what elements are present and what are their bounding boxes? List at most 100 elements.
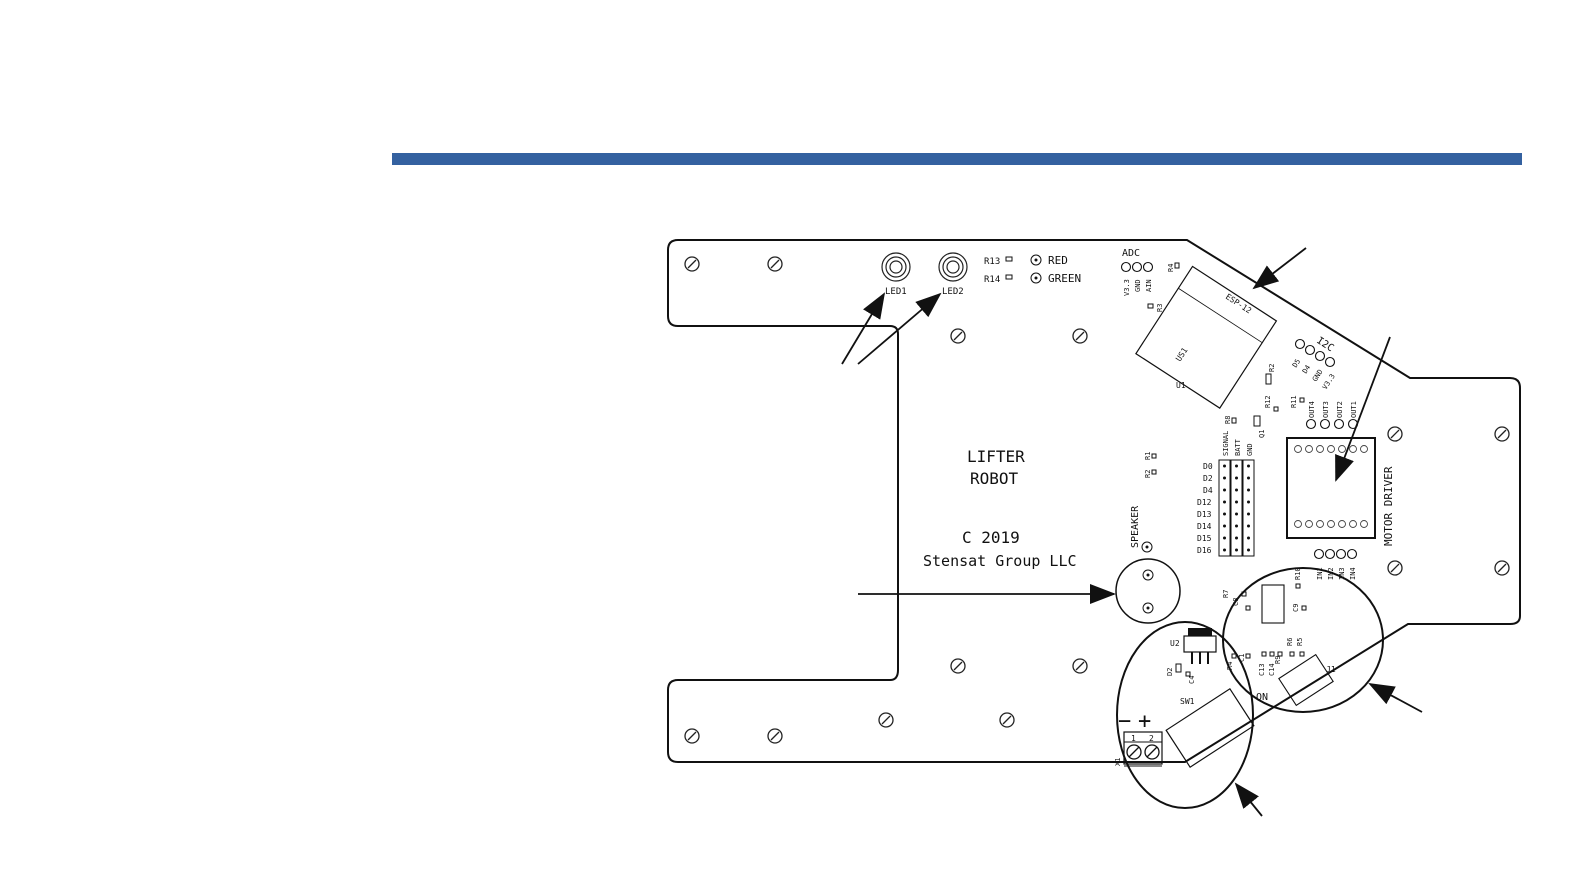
d2-power-label: D2 (1166, 668, 1174, 676)
d16-label: D16 (1197, 546, 1212, 555)
r4-label: R4 (1167, 264, 1175, 272)
r2-part (1265, 373, 1272, 385)
adc-v33-label: V3.3 (1123, 279, 1131, 296)
d12-label: D12 (1197, 498, 1212, 507)
r5-label: R5 (1296, 638, 1304, 646)
out3-label: OUT3 (1322, 401, 1330, 418)
motor-section-ellipse (1222, 567, 1384, 713)
i2c-label: I2C (1314, 335, 1335, 354)
r3-pad (1147, 303, 1154, 309)
sw1-switch (1165, 688, 1255, 768)
c14-pad (1269, 651, 1275, 657)
r14-pad (1005, 274, 1013, 280)
board-outline (667, 239, 1521, 763)
j1-label: J1 (1326, 665, 1336, 674)
green-label: GREEN (1048, 272, 1081, 285)
r11-label: R11 (1290, 395, 1298, 408)
out4-label: OUT4 (1308, 401, 1316, 418)
d2-part (1175, 663, 1182, 673)
company-text: Stensat Group LLC (923, 552, 1077, 570)
adc-gnd-label: GND (1134, 279, 1142, 292)
led2-label: LED2 (942, 287, 964, 297)
arrow-led2 (857, 292, 942, 365)
motor-driver-label: MOTOR DRIVER (1382, 466, 1395, 546)
arrow-motor-driver (1335, 336, 1391, 482)
speaker-body (1115, 558, 1181, 624)
r4-power-label: R4 (1226, 662, 1234, 670)
batt-label: BATT (1234, 438, 1242, 456)
arrow-motor-section (1368, 683, 1423, 713)
r11-pad (1299, 397, 1305, 403)
motor-driver-pins (1294, 445, 1368, 528)
j1-connector (1278, 653, 1334, 707)
minus-label: − (1118, 709, 1131, 734)
plus-label: + (1138, 709, 1151, 734)
adc-ain-label: AIN (1145, 279, 1153, 292)
c9-label: C9 (1292, 604, 1300, 612)
r1-label: R1 (1144, 452, 1152, 460)
in-header (1313, 548, 1358, 560)
in4-label: IN4 (1349, 567, 1357, 580)
c4-pad (1185, 671, 1191, 677)
r2-mid-pad (1151, 469, 1157, 475)
r9-label: R9 (1274, 656, 1282, 664)
c1-pad (1245, 653, 1251, 659)
in2-label: IN2 (1327, 567, 1335, 580)
r13-pad (1005, 256, 1013, 262)
r3-label: R3 (1156, 304, 1164, 312)
r4-power-pad (1231, 653, 1237, 659)
esp12-module (1135, 265, 1278, 409)
motor-ic (1261, 584, 1285, 624)
arrow-led1 (841, 292, 886, 365)
i2c-v33-label: V3.3 (1321, 373, 1337, 391)
r4-pad (1174, 262, 1180, 269)
r7-label: R7 (1222, 590, 1230, 598)
speaker-pads (1142, 569, 1154, 614)
signal-label: SIGNAL (1222, 431, 1230, 456)
d4-label: D4 (1301, 364, 1312, 375)
red-label: RED (1048, 254, 1068, 267)
d4-servo-label: D4 (1203, 486, 1213, 495)
q1-label: Q1 (1258, 430, 1266, 438)
x1-terminal (1123, 731, 1163, 767)
adc-label: ADC (1122, 248, 1140, 259)
speaker-top-pad (1141, 541, 1153, 553)
r6-label: R6 (1286, 638, 1294, 646)
r12-label: R12 (1264, 395, 1272, 408)
arrow-power-section (1234, 782, 1263, 817)
i2c-header (1294, 338, 1336, 368)
us1-label: US1 (1174, 346, 1190, 363)
pin2-label: 2 (1149, 734, 1154, 743)
header-bar (392, 153, 1522, 165)
arrow-esp (1252, 247, 1307, 290)
u2-label: U2 (1170, 639, 1180, 648)
mounting-holes (684, 256, 1510, 744)
servo-pin-labels: D0 D2 D4 D12 D13 D14 D15 D16 (1197, 462, 1213, 555)
r2-top-label: R2 (1268, 364, 1276, 372)
d2-label: D2 (1203, 474, 1213, 483)
c9b-pad (1301, 605, 1307, 611)
in1-label: IN1 (1316, 567, 1324, 580)
r2-mid-label: R2 (1144, 470, 1152, 478)
green-pad (1030, 272, 1042, 284)
d5-label: D5 (1291, 358, 1302, 369)
led2-component (938, 252, 968, 282)
led1-label: LED1 (885, 287, 907, 297)
out-labels: OUT4 OUT3 OUT2 OUT1 (1308, 401, 1358, 418)
c13-pad (1261, 651, 1267, 657)
c13-label: C13 (1258, 663, 1266, 676)
r10-pad (1295, 583, 1301, 589)
gnd-label: GND (1246, 443, 1254, 456)
r8-pad (1231, 417, 1237, 424)
c9-pad (1245, 605, 1251, 611)
r6-pad (1289, 651, 1295, 657)
r1-pad (1151, 453, 1157, 459)
adc-header (1120, 261, 1154, 273)
d13-label: D13 (1197, 510, 1212, 519)
d15-label: D15 (1197, 534, 1212, 543)
out1-label: OUT1 (1350, 401, 1358, 418)
motor-driver-module (1286, 437, 1376, 539)
out2-label: OUT2 (1336, 401, 1344, 418)
q1-part (1253, 415, 1261, 427)
